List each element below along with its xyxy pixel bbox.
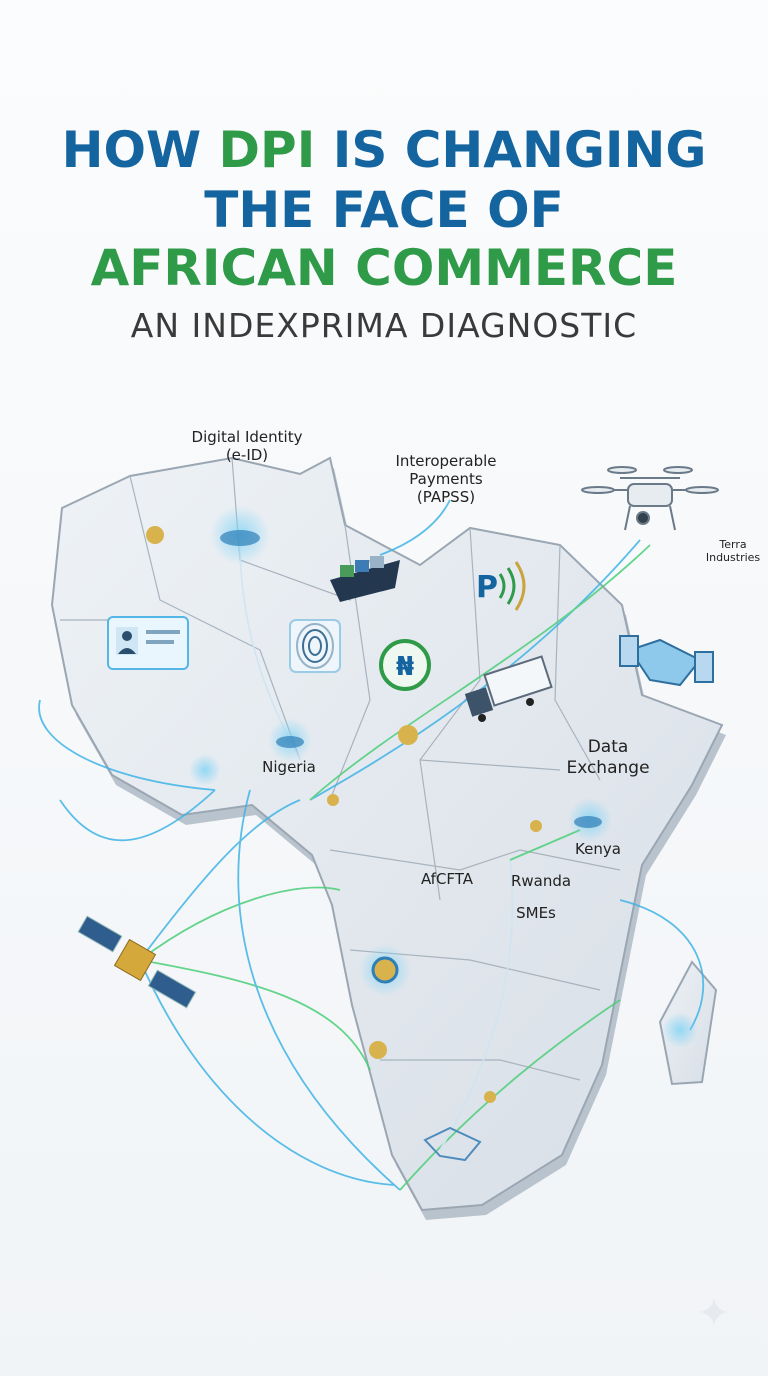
id-card-icon bbox=[107, 616, 189, 670]
fingerprint-icon bbox=[289, 619, 341, 673]
africa-continent bbox=[50, 456, 724, 1212]
satellite-icon bbox=[77, 915, 197, 1009]
label-line: Digital Identity bbox=[191, 428, 303, 446]
label-afcfta: AfCFTA bbox=[420, 870, 474, 888]
label-line: Exchange bbox=[566, 758, 650, 778]
subtitle: AN INDEXPRIMA DIAGNOSTIC bbox=[130, 306, 638, 345]
title-line-3: AFRICAN COMMERCE bbox=[90, 239, 678, 297]
label-nigeria: Nigeria bbox=[262, 758, 316, 776]
label-line: (PAPSS) bbox=[416, 488, 476, 506]
label-smes: SMEs bbox=[516, 904, 556, 922]
label-rwanda: Rwanda bbox=[510, 872, 572, 890]
title-line-1: HOW DPI IS CHANGING bbox=[0, 120, 768, 180]
connection-lines bbox=[38, 499, 705, 1191]
label-line: (e-ID) bbox=[225, 446, 269, 464]
sparkle-icon bbox=[700, 1298, 728, 1326]
handshake-icon bbox=[619, 635, 714, 687]
title-line-2: THE FACE OF bbox=[204, 181, 564, 239]
title-changing: IS CHANGING bbox=[315, 121, 707, 179]
label-kenya: Kenya bbox=[575, 840, 621, 858]
title-how: HOW bbox=[61, 121, 219, 179]
drone-icon bbox=[581, 466, 719, 531]
label-line: Industries bbox=[705, 551, 761, 564]
node-glows bbox=[146, 505, 698, 1103]
naira-coin-icon: ₦ bbox=[379, 639, 431, 691]
handshake-icon-south bbox=[423, 1126, 482, 1162]
label-line: Payments bbox=[409, 470, 483, 488]
cargo-ship-icon bbox=[330, 556, 400, 602]
label-line: Interoperable bbox=[395, 452, 497, 470]
label-line: Terra bbox=[719, 538, 747, 551]
label-digital-identity: Digital Identity(e-ID) bbox=[192, 428, 303, 464]
payment-icon-letter: P bbox=[476, 570, 498, 605]
label-line: Data bbox=[587, 737, 629, 757]
payment-contactless-icon: P bbox=[476, 561, 526, 611]
truck-icon bbox=[464, 655, 553, 722]
naira-symbol: ₦ bbox=[396, 652, 414, 682]
title-dpi: DPI bbox=[218, 121, 316, 179]
